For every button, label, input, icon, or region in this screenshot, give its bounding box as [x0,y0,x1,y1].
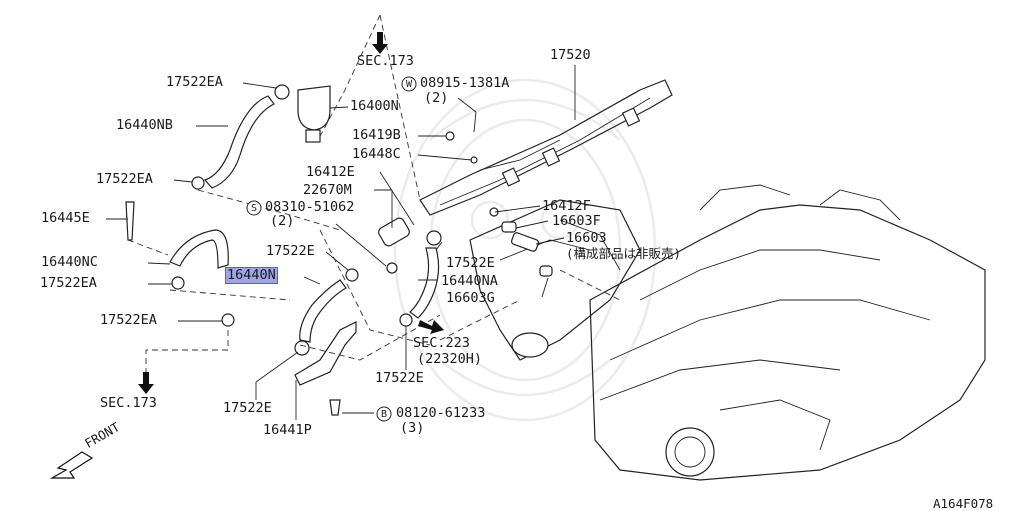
watermark-emblem [393,78,657,422]
clip-16445E [125,201,135,241]
hose-16440N [299,279,347,343]
label-16441P[interactable]: 16441P [263,422,312,438]
label-22320H: (22320H) [417,351,483,367]
label-16448C[interactable]: 16448C [352,146,401,162]
label-sec223[interactable]: SEC.223 [413,335,470,351]
label-16603F[interactable]: 16603F [552,213,601,229]
fuel-injector [445,131,553,277]
fuel-rail [419,79,673,216]
circled-s: S [250,203,258,214]
clamp-17522E-mid [345,268,359,282]
clamp-17522E-botl [294,340,310,356]
label-16412E[interactable]: 16412E [306,164,355,180]
fuel-filter [274,84,331,143]
label-08120-qty: (3) [400,420,425,436]
clamp-17522EA-low [171,276,185,290]
clamp-17522E-right [426,230,442,246]
label-16445E[interactable]: 16445E [41,210,90,226]
label-17522E-botc[interactable]: 17522E [375,370,424,386]
intake-manifold [469,199,641,361]
pressure-regulator [378,217,410,274]
label-08310-51062[interactable]: 08310-51062 [265,199,355,215]
label-16419B[interactable]: 16419B [352,127,401,143]
label-08310-qty: (2) [270,213,295,229]
clamp-17522EA-mid [191,176,205,190]
dashed-lines [127,14,621,372]
label-16440NC[interactable]: 16440NC [41,254,98,270]
label-17520[interactable]: 17520 [550,47,591,63]
label-sec173-bottom[interactable]: SEC.173 [100,395,157,411]
clamp-17522EA-bot [221,313,235,327]
circled-b: B [380,409,388,420]
hose-16440NB [203,95,275,189]
circled-markers [246,76,417,422]
label-16440NA[interactable]: 16440NA [441,273,498,289]
label-17522E-botl[interactable]: 17522E [223,400,272,416]
section-arrows [49,32,444,479]
label-17522E-right[interactable]: 17522E [446,255,495,271]
label-08120-61233[interactable]: 08120-61233 [396,405,486,421]
label-sec173-top[interactable]: SEC.173 [357,53,414,69]
diagram-code: A164F078 [933,496,994,511]
label-08915-1381A[interactable]: 08915-1381A [420,75,510,91]
label-17522EA-bot[interactable]: 17522EA [100,312,157,328]
label-16603G[interactable]: 16603G [446,290,495,306]
label-22670M[interactable]: 22670M [303,182,352,198]
leader-lines [106,65,576,420]
bracket-16441P [294,321,357,386]
label-16412F[interactable]: 16412F [542,198,591,214]
label-17522EA-mid[interactable]: 17522EA [96,171,153,187]
hose-16440NA [409,247,440,319]
clamp-17522E-botc [399,313,413,327]
label-16603[interactable]: 16603 [566,230,607,246]
label-17522EA-low[interactable]: 17522EA [40,275,97,291]
label-not-sold-separately: (構成部品は非販売) [566,246,682,261]
engine-block [589,184,986,481]
label-16440N[interactable]: 16440N [225,267,278,284]
label-17522E-mid[interactable]: 17522E [266,243,315,259]
label-16400N[interactable]: 16400N [350,98,399,114]
label-16440NB[interactable]: 16440NB [116,117,173,133]
label-08915-qty: (2) [424,90,449,106]
hose-16440NC [169,229,229,269]
label-17522EA-top[interactable]: 17522EA [166,74,223,90]
circled-w: W [405,79,413,90]
bolt-08120 [329,399,341,416]
